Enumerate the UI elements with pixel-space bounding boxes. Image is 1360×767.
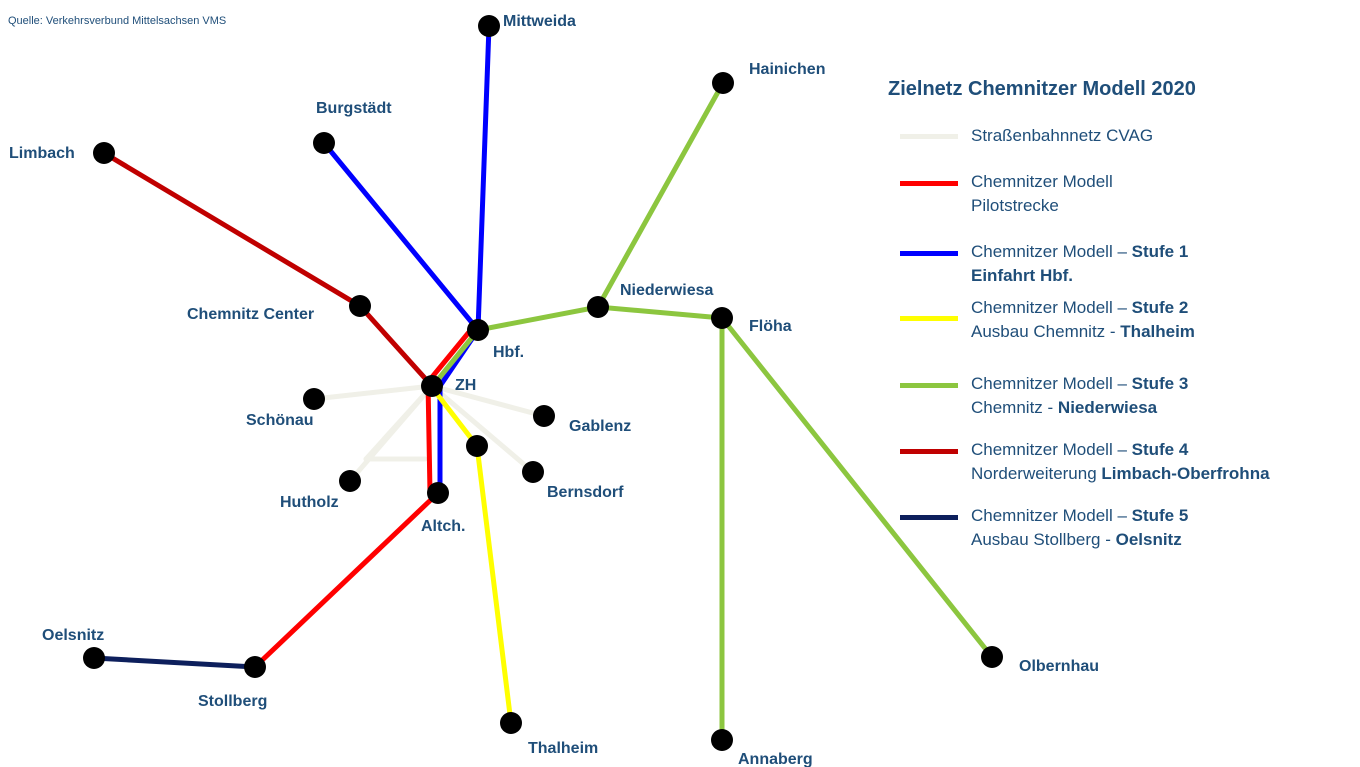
station-dot-altch [427,482,449,504]
station-label-altch: Altch. [421,518,465,535]
legend-swatch-tram [900,134,958,139]
legend-text-tram: Straßenbahnnetz CVAG [971,124,1153,148]
legend-line1-bold: Stufe 3 [1131,374,1189,393]
station-label-gablenz: Gablenz [569,418,631,435]
station-dot-olbernhau [981,646,1003,668]
line-niederwiesa-hainichen [595,80,726,310]
line-stufe1 [321,23,492,496]
station-label-limbach: Limbach [9,145,75,162]
station-dot-hainichen [712,72,734,94]
station-label-floeha: Flöha [749,318,792,335]
station-label-hainichen: Hainichen [749,61,825,78]
station-dot-mittweida [478,15,500,37]
line-altch-stollberg [252,490,441,670]
station-dot-gablenz [533,405,555,427]
station-label-thalheim: Thalheim [528,740,598,757]
line-stufe4 [101,150,435,389]
legend: Zielnetz Chemnitzer Modell 2020 Straßenb… [888,78,1358,549]
station-label-chemnitz-center: Chemnitz Center [187,306,314,323]
legend-line1: Straßenbahnnetz CVAG [971,126,1154,145]
legend-text-stufe5: Chemnitzer Modell – Stufe 5 Ausbau Stoll… [971,504,1188,552]
legend-line1: Chemnitzer Modell – [971,506,1132,525]
legend-line2: Norderweiterung [971,464,1102,483]
station-label-hbf: Hbf. [493,344,524,361]
station-dot-stollberg [244,656,266,678]
legend-swatch-stufe5 [900,515,958,520]
station-dot-limbach [93,142,115,164]
station-dot-hbf [467,319,489,341]
line-stollberg-oelsnitz [91,655,258,670]
station-labels: Mittweida Hainichen Burgstädt Limbach Ch… [9,13,1099,767]
station-label-annaberg: Annaberg [738,751,813,767]
legend-text-stufe1: Chemnitzer Modell – Stufe 1 Einfahrt Hbf… [971,240,1188,288]
legend-swatch-stufe4 [900,449,958,454]
legend-title: Zielnetz Chemnitzer Modell 2020 [888,78,1196,100]
station-dot-hutholz [339,470,361,492]
legend-line2: Ausbau Chemnitz - [971,322,1121,341]
station-dots [83,15,1003,751]
station-dot-chemnitz-center [349,295,371,317]
line-limbach-zh [101,150,435,389]
station-dot-junction [466,435,488,457]
legend-line1: Chemnitzer Modell [971,172,1113,191]
line-floeha-olbernhau [719,315,995,660]
station-dot-niederwiesa [587,296,609,318]
legend-line1: Chemnitzer Modell – [971,298,1132,317]
legend-line1-bold: Stufe 2 [1131,298,1189,317]
tram-line-gablenz [429,383,547,419]
station-label-stollberg: Stollberg [198,693,267,710]
legend-line2-bold: Limbach-Oberfrohna [1101,464,1270,483]
legend-text-stufe4: Chemnitzer Modell – Stufe 4 Norderweiter… [971,438,1270,486]
line-burgstaedt-hbf [321,140,481,333]
tram-line-hutholz-2 [363,383,435,462]
legend-line2-bold: Oelsnitz [1115,530,1182,549]
station-label-schoenau: Schönau [246,412,314,429]
legend-line1: Chemnitzer Modell – [971,374,1132,393]
legend-line2: Ausbau Stollberg - [971,530,1116,549]
legend-line2: Chemnitz - [971,398,1058,417]
legend-swatch-stufe1 [900,251,958,256]
station-label-mittweida: Mittweida [503,13,576,30]
station-label-burgstaedt: Burgstädt [316,100,392,117]
line-zh-floeha [433,304,725,385]
station-label-hutholz: Hutholz [280,494,339,511]
legend-line1-bold: Stufe 5 [1131,506,1189,525]
station-label-oelsnitz: Oelsnitz [42,627,104,644]
station-label-olbernhau: Olbernhau [1019,658,1099,675]
legend-line1-bold: Stufe 1 [1131,242,1189,261]
station-dot-zh [421,375,443,397]
tram-line-bernsdorf [429,383,536,475]
station-dot-schoenau [303,388,325,410]
station-label-bernsdorf: Bernsdorf [547,484,624,501]
station-dot-oelsnitz [83,647,105,669]
station-label-niederwiesa: Niederwiesa [620,282,713,299]
legend-text-stufe3: Chemnitzer Modell – Stufe 3 Chemnitz - N… [971,372,1188,420]
legend-line2-bold: Niederwiesa [1057,398,1158,417]
legend-line1: Chemnitzer Modell – [971,242,1132,261]
line-stufe5 [91,655,258,670]
legend-swatch-pilot [900,181,958,186]
legend-line2-bold: Thalheim [1120,322,1195,341]
legend-line1-bold: Stufe 4 [1131,440,1189,459]
tram-network [311,383,547,484]
station-dot-thalheim [500,712,522,734]
legend-swatch-stufe2 [900,316,958,321]
station-dot-burgstaedt [313,132,335,154]
station-dot-floeha [711,307,733,329]
line-stufe3 [433,80,995,743]
station-label-zh: ZH [455,377,476,394]
legend-line1: Chemnitzer Modell – [971,440,1132,459]
legend-line2-bold: Einfahrt Hbf. [971,266,1073,285]
source-note: Quelle: Verkehrsverbund Mittelsachsen VM… [8,15,227,27]
station-dot-annaberg [711,729,733,751]
legend-text-stufe2: Chemnitzer Modell – Stufe 2 Ausbau Chemn… [971,296,1195,344]
tram-line-schoenau [311,383,435,402]
station-dot-bernsdorf [522,461,544,483]
legend-text-pilot: Chemnitzer Modell Pilotstrecke [971,170,1113,218]
line-mittweida-hbf [475,23,492,333]
legend-swatch-stufe3 [900,383,958,388]
legend-line2: Pilotstrecke [971,196,1059,215]
